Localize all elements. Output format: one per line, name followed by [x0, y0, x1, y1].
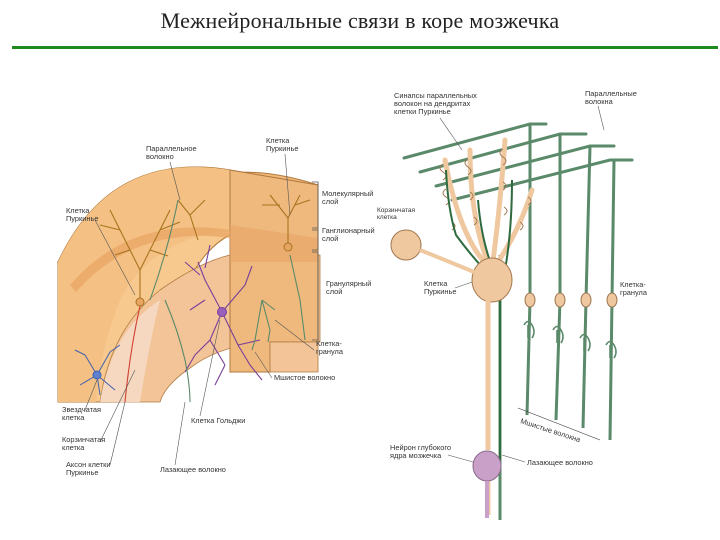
label-golgi: Клетка Гольджи: [191, 416, 245, 425]
label-deep-nucleus-2: ядра мозжечка: [390, 451, 442, 460]
label-parallel-fibers-1: Параллельные: [585, 89, 637, 98]
label-purkinje-top-1: Клетка: [266, 136, 290, 145]
label-basket-left-1: Корзинчатая: [62, 435, 105, 444]
label-purkinje-axon-1: Аксон клетки: [66, 460, 111, 469]
label-synapses-1: Синапсы параллельных: [394, 91, 477, 100]
label-deep-nucleus-1: Нейрон глубокого: [390, 443, 451, 452]
label-mossy-fiber-left: Мшистое волокно: [274, 373, 335, 382]
label-basket-left-2: клетка: [62, 443, 85, 452]
label-purkinje-axon-2: Пуркинье: [66, 468, 98, 477]
label-basket-mid-2: клетка: [377, 214, 397, 221]
label-stellate-1: Звездчатая: [62, 405, 101, 414]
label-granule-left-1: Клетка-: [316, 339, 342, 348]
label-purkinje-right-2: Пуркинье: [424, 287, 456, 296]
label-molecular-1: Молекулярный: [322, 189, 373, 198]
label-molecular-2: слой: [322, 197, 338, 206]
label-parallel-fibers-2: волокна: [585, 97, 614, 106]
svg-text:Клетка-гранула: Клетка-гранула: [620, 280, 648, 297]
label-purkinje-left-2: Пуркинье: [66, 214, 98, 223]
label-climbing-left: Лазающее волокно: [160, 465, 226, 474]
circuit-schematic: [390, 122, 634, 520]
label-climbing-right: Лазающее волокно: [527, 458, 593, 467]
label-granular-1: Гранулярный: [326, 279, 371, 288]
label-ganglion-1: Ганглионарный: [322, 226, 375, 235]
label-stellate-2: клетка: [62, 413, 85, 422]
slide-title: Межнейрональные связи в коре мозжечка: [160, 8, 560, 33]
label-granule-right-1: Клетка-: [620, 280, 646, 289]
label-granule-right-2: гранула: [620, 288, 648, 297]
cortex-block: [56, 166, 321, 403]
label-synapses-2: волокон на дендритах: [394, 99, 471, 108]
label-granular-2: слой: [326, 287, 342, 296]
label-parallel-fiber-2: волокно: [146, 152, 174, 161]
label-basket-mid-1: Корзинчатая: [377, 207, 416, 214]
label-granule-left-2: гранула: [316, 347, 344, 356]
label-purkinje-top-2: Пуркинье: [266, 144, 298, 153]
label-purkinje-right-1: Клетка: [424, 279, 448, 288]
title-underline: [12, 46, 718, 49]
svg-text:Клетка-гранула: Клетка-гранула: [316, 339, 344, 356]
label-synapses-3: клетки Пуркинье: [394, 107, 451, 116]
label-purkinje-left-1: Клетка: [66, 206, 90, 215]
label-ganglion-2: слой: [322, 234, 338, 243]
label-parallel-fiber-1: Параллельное: [146, 144, 197, 153]
